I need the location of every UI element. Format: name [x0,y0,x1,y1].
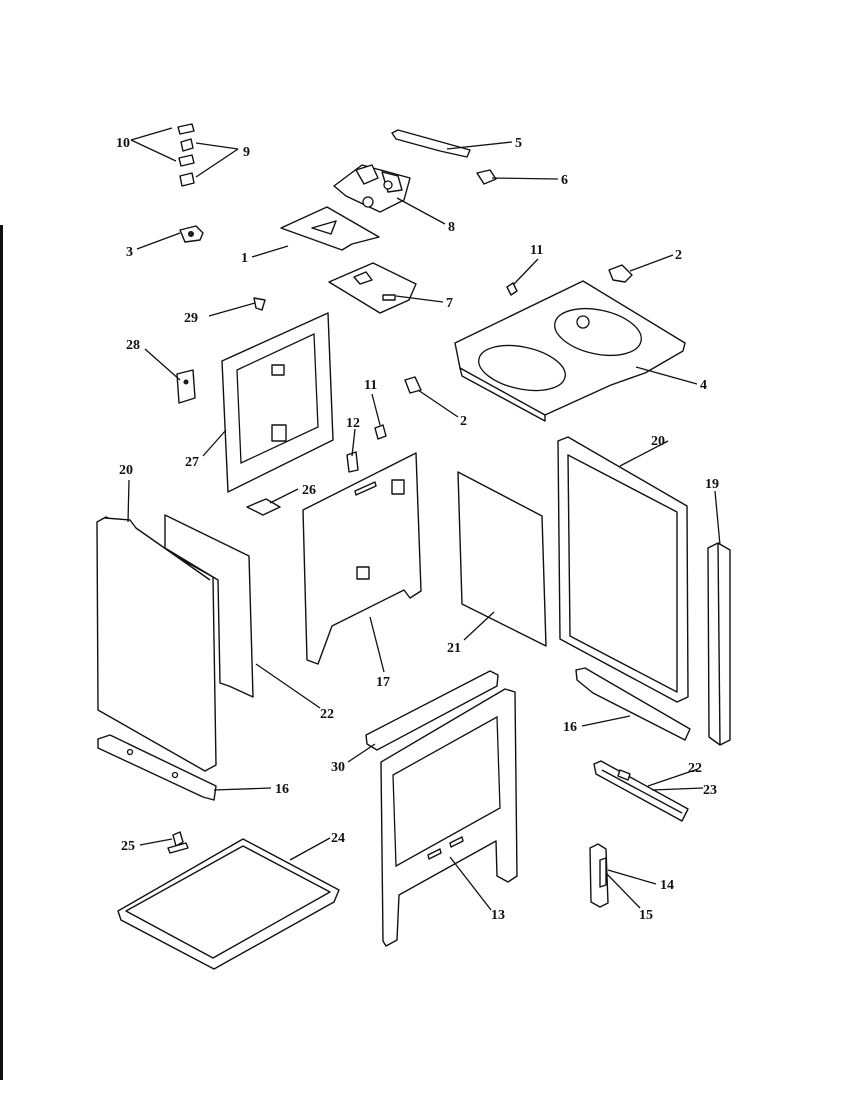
callout-2-mid: 2 [460,414,467,429]
callout-labels: 10 9 3 1 5 6 8 7 11 2 4 29 28 11 2 12 27… [116,136,719,923]
part-20-side-panel-left [96,516,217,772]
callout-8: 10 [116,136,130,151]
part-8-clip [177,123,195,167]
callout-18: 17 [376,675,390,690]
callout-9: 7 [446,296,453,311]
scan-edge-bar [0,225,3,1080]
part-9-bracket [328,262,417,314]
part-6-knob-cap [476,169,497,185]
callout-28: 28 [126,338,140,353]
callout-1: 1 [241,251,248,266]
callout-12: 12 [346,416,360,431]
callout-27: 27 [185,455,199,470]
part-12-bracket [346,451,359,473]
part-18-back-panel [302,452,422,665]
callout-11-mid: 11 [364,378,377,393]
part-2-hinge-clip-top [608,264,633,283]
callout-30: 30 [331,760,345,775]
callout-23: 23 [703,783,717,798]
callout-21: 21 [447,641,461,656]
callout-3: 3 [126,245,133,260]
callout-24: 24 [331,831,345,846]
part-11-grommet-lower [374,424,387,440]
callout-13: 13 [491,908,505,923]
part-24-storage-drawer [117,838,340,970]
callout-6: 6 [561,173,568,188]
callout-4: 4 [700,378,707,393]
callout-20-right: 20 [651,434,665,449]
part-20-side-panel-right [557,436,689,703]
callout-17: 16 [275,782,289,797]
part-11-grommet [506,282,518,296]
callout-16: 16 [563,720,577,735]
part-2-hinge-clip-mid [404,376,422,394]
callout-7: 9 [243,145,250,160]
callout-22-left: 22 [320,707,334,722]
callout-11-top: 11 [530,243,543,258]
part-21-insulation-panel [457,471,547,647]
part-17-bottom-rail-left [97,734,217,801]
part-3-bracket [179,225,204,243]
part-10-ignitor-assembly [333,164,411,213]
callout-5: 5 [515,136,522,151]
callout-22-right: 22 [688,761,702,776]
part-5-strip [391,129,471,158]
callout-14: 14 [660,878,674,893]
part-25-leveling-leg [167,831,189,854]
part-26-cap [246,498,281,516]
part-1-heat-shield [280,206,380,251]
callout-10: 8 [448,220,455,235]
part-7-clip [179,138,195,187]
part-4-cooktop [454,280,686,422]
part-28-bracket [176,369,196,404]
part-14-15-bracket [589,843,609,908]
callout-19: 19 [705,477,719,492]
callout-20-left: 20 [119,463,133,478]
callout-25: 25 [121,839,135,854]
callout-29: 29 [184,311,198,326]
callout-2-top: 2 [675,248,682,263]
callout-26: 26 [302,483,316,498]
part-13-front-frame [380,688,518,947]
callout-15: 15 [639,908,653,923]
part-22-23-channel [593,760,689,822]
part-27-inner-panel [221,312,334,493]
part-29-screw [253,297,266,311]
part-30-top-rail [365,670,499,751]
part-16-bottom-rail-right [575,667,691,741]
part-19-trim-strip [707,542,731,746]
leader-lines [127,127,721,911]
part-22-left-insulation [164,514,254,698]
